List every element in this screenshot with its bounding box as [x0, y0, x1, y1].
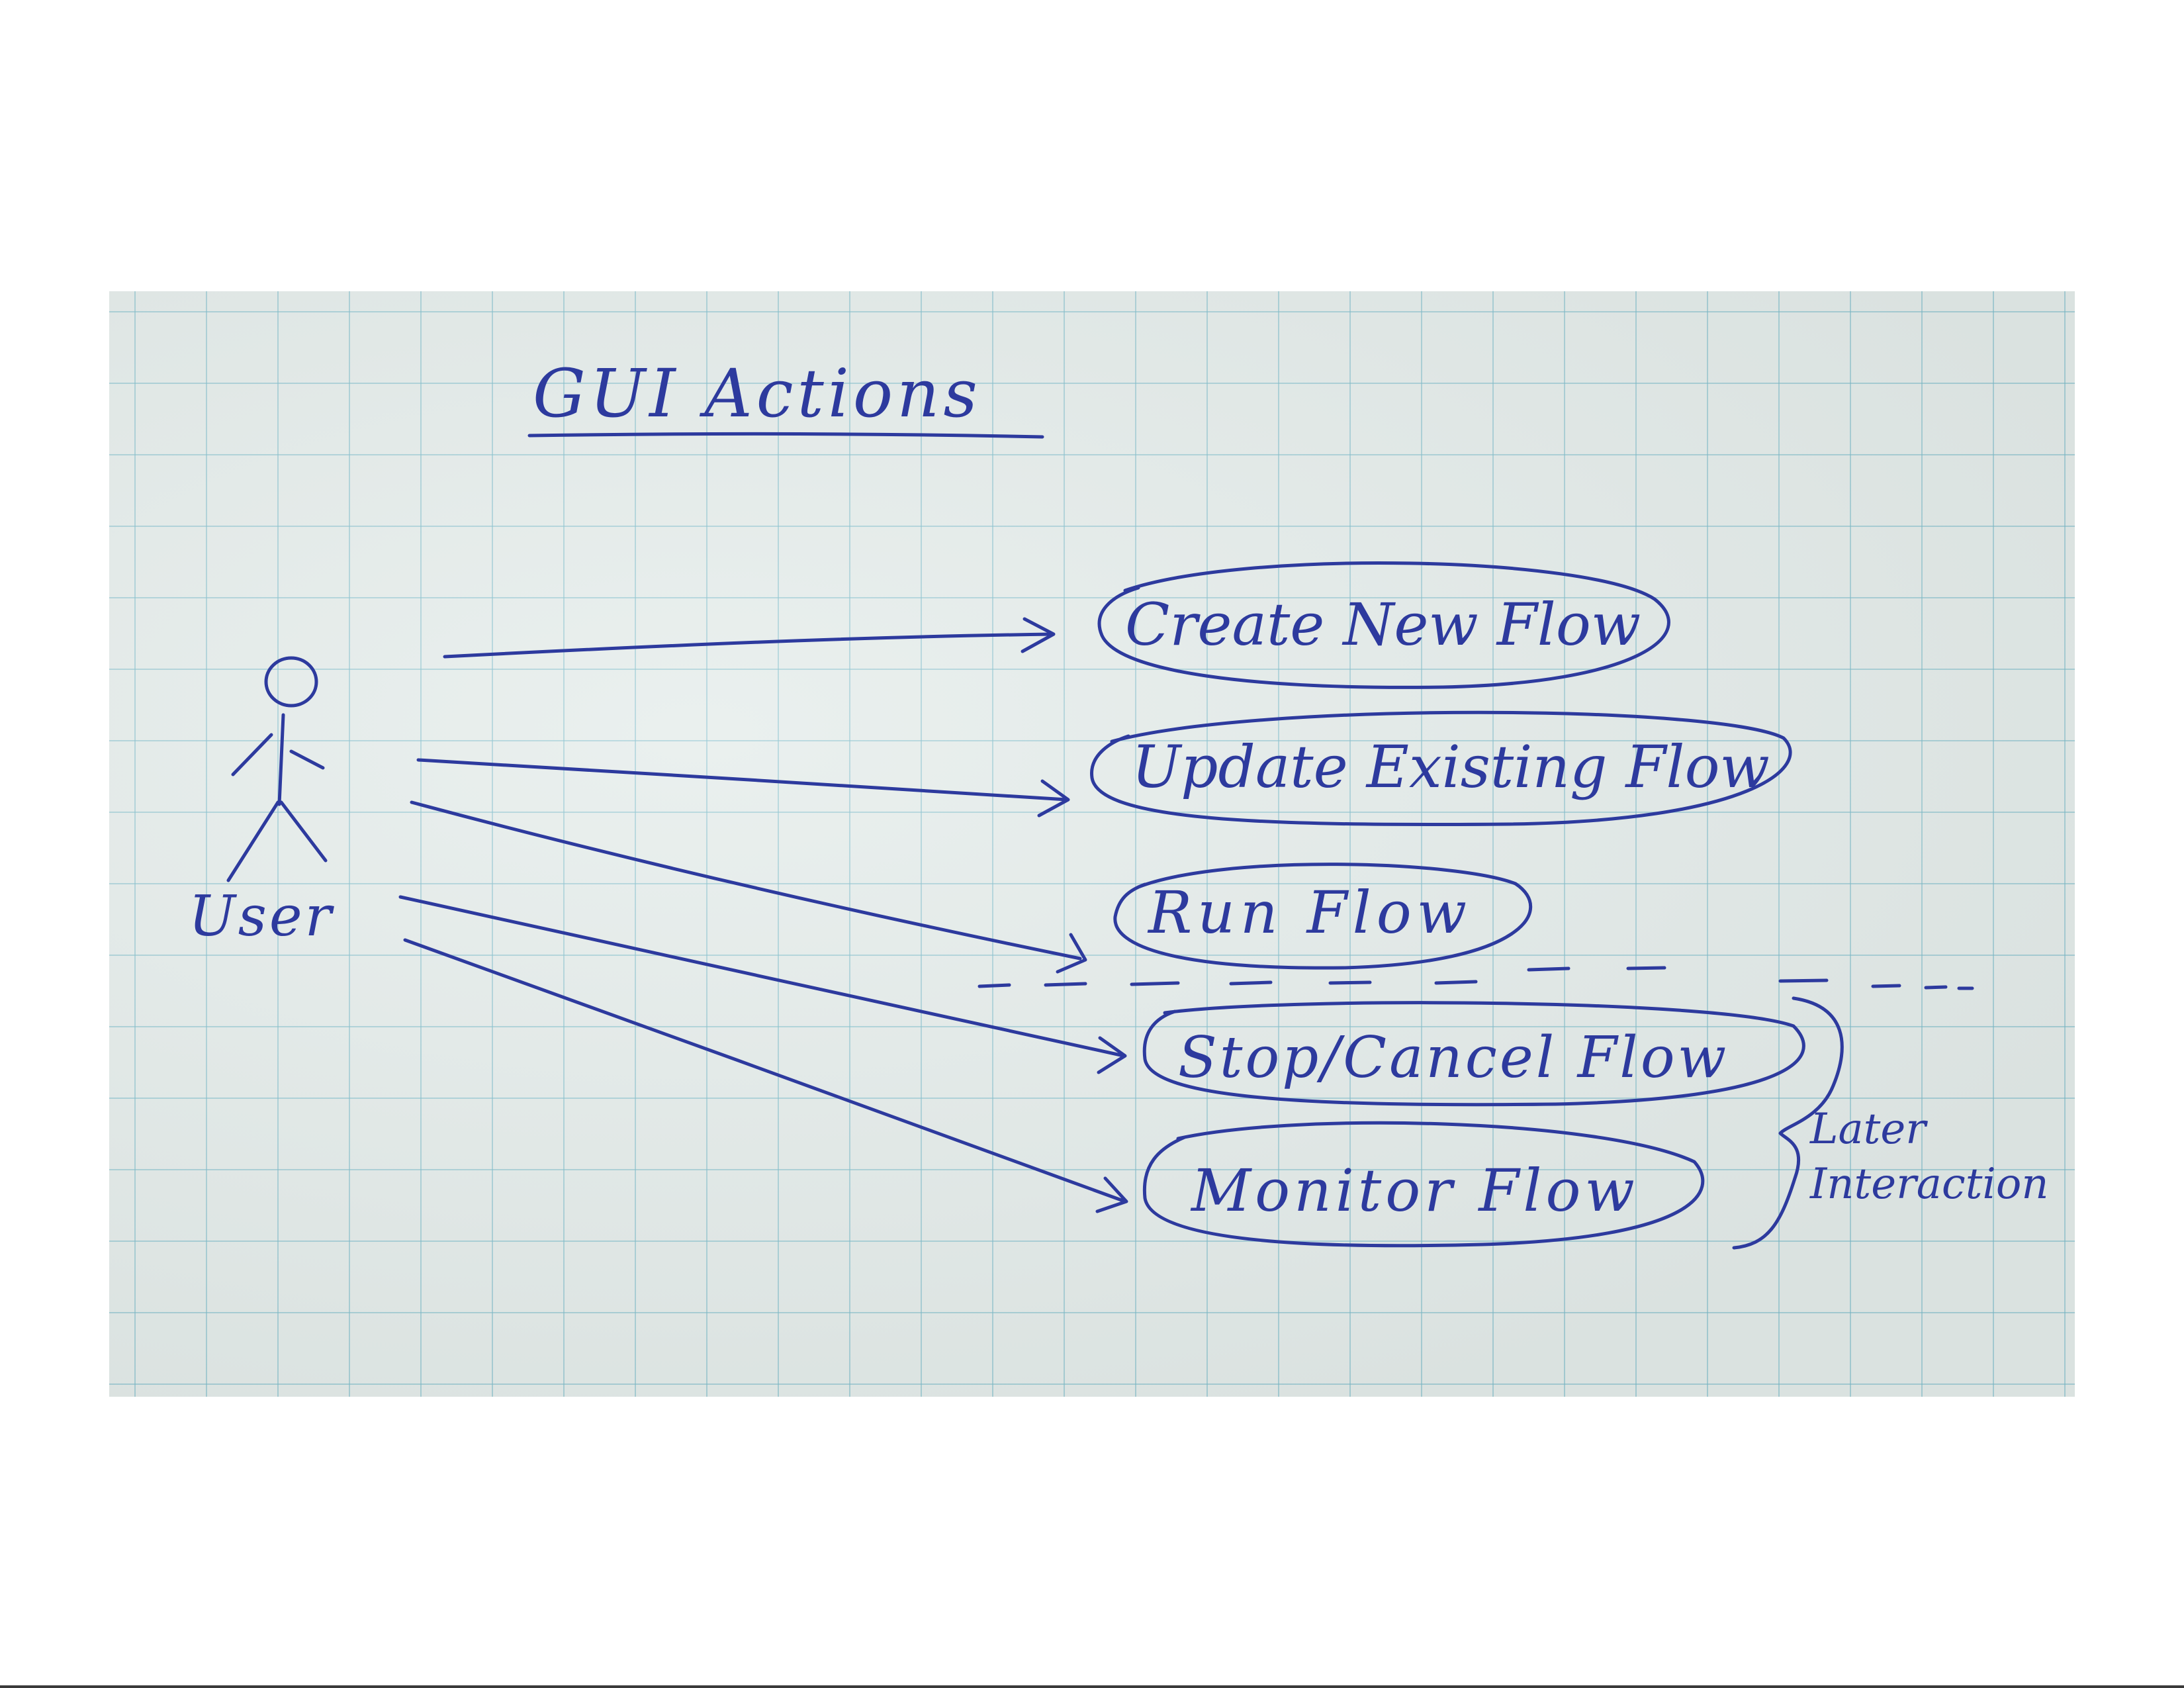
arrow-run-flow — [410, 800, 1082, 961]
actor-right-leg — [279, 800, 328, 863]
dash-segment — [1924, 985, 1948, 990]
ellipse-create-new-flow — [1097, 561, 1670, 689]
actor-head — [264, 656, 318, 708]
later-interaction-brace — [1732, 996, 1844, 1250]
actor-label: User — [189, 884, 334, 949]
card-shading — [109, 291, 2075, 1397]
arrowhead-monitor-flow — [1095, 1176, 1128, 1213]
use-case-ellipses — [1090, 561, 1805, 1248]
dash-segment — [1778, 978, 1829, 983]
arrow-update-existing-flow — [416, 758, 1069, 802]
actor-right-arm — [289, 749, 325, 770]
ellipse-stop-cancel-flow — [1142, 1001, 1805, 1107]
arrowhead-create-new-flow — [1021, 617, 1056, 653]
use-case-label-stop-cancel-flow: Stop/Cancel Flow — [1178, 1025, 1729, 1091]
ellipse-monitor-flow — [1142, 1121, 1705, 1248]
ellipse-run-flow — [1113, 863, 1533, 970]
use-case-label-create-new-flow: Create New Flow — [1125, 590, 1641, 659]
arrowhead-stop-cancel-flow — [1097, 1036, 1127, 1074]
use-case-label-update-existing-flow: Update Existing Flow — [1132, 733, 1770, 801]
dash-segment — [1434, 980, 1478, 985]
actor-stick-figure — [226, 656, 328, 882]
arrow-monitor-flow — [403, 938, 1127, 1203]
arrowhead-run-flow — [1056, 933, 1087, 974]
dash-segment — [978, 983, 1011, 988]
ellipse-update-existing-flow — [1090, 710, 1792, 827]
dashed-separator — [978, 966, 1974, 990]
actor-left-arm — [231, 733, 273, 776]
arrowhead-update-existing-flow — [1037, 779, 1070, 818]
dash-segment — [1044, 982, 1087, 987]
dash-segment — [1130, 981, 1180, 986]
use-case-label-run-flow: Run Flow — [1148, 878, 1473, 947]
actor-body — [277, 713, 285, 806]
dash-segment — [1527, 966, 1570, 972]
title-underline — [527, 432, 1044, 439]
graph-paper-card — [109, 291, 2075, 1397]
diagram-title: GUI Actions — [533, 355, 981, 432]
actor-left-leg — [226, 800, 280, 882]
dash-segment — [1328, 980, 1372, 985]
dash-segment — [1229, 980, 1273, 986]
association-arrows — [398, 617, 1128, 1213]
arrow-create-new-flow — [443, 632, 1054, 659]
arrow-stop-cancel-flow — [398, 895, 1126, 1058]
later-interaction-label: Later Interaction — [1810, 1105, 2049, 1209]
use-case-label-monitor-flow: Monitor Flow — [1191, 1156, 1639, 1225]
